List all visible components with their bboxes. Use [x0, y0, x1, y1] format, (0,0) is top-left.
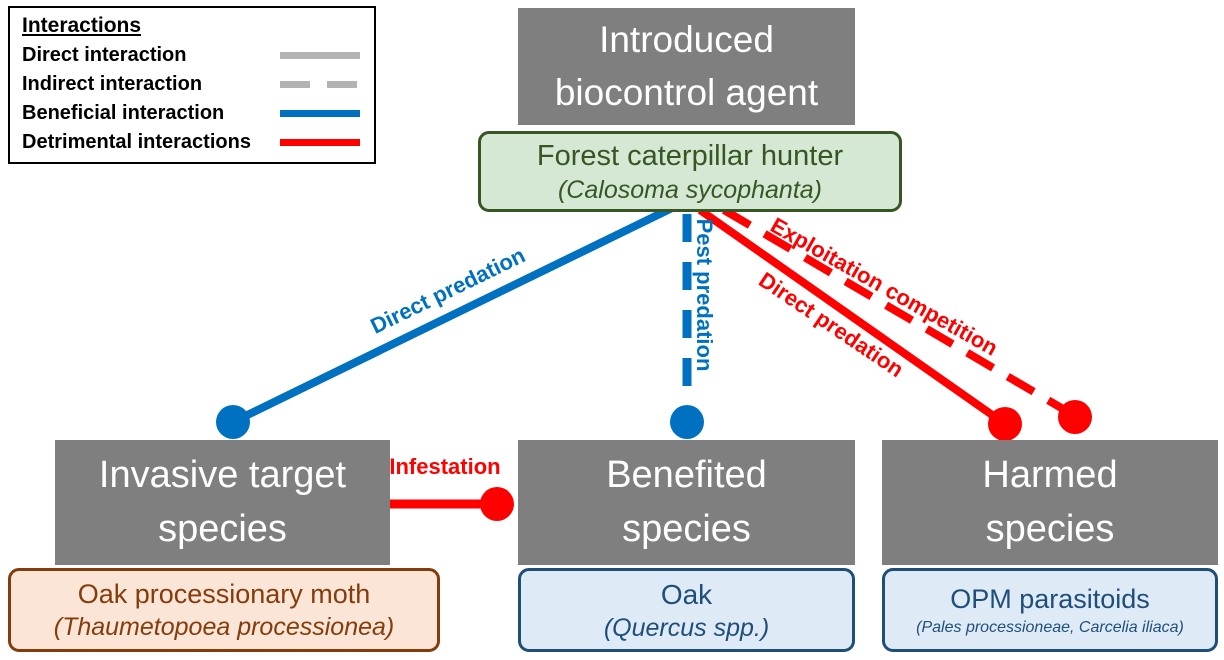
agent-latin-name: (Calosoma sycophanta): [557, 175, 822, 204]
node-oak-processionary-moth: Oak processionary moth (Thaumetopoea pro…: [8, 568, 440, 652]
edge-endpoint-harmed-indirect: [1058, 400, 1092, 434]
edge-direct-predation-right: [697, 206, 1008, 428]
oak-common-name: Oak: [660, 579, 713, 611]
node-harmed-line2: species: [985, 507, 1115, 550]
edge-label-infestation: Infestation: [389, 454, 501, 479]
legend-label-direct-interaction: Direct interaction: [22, 44, 187, 66]
detrimental-interaction-line-sample: [280, 139, 360, 146]
node-introduced-line1: Introduced: [599, 18, 774, 60]
node-invasive-line1: Invasive target: [98, 453, 347, 496]
edge-endpoint-harmed-direct: [988, 407, 1022, 441]
node-oak: Oak (Quercus spp.): [518, 568, 855, 652]
legend-row-beneficial-interaction: Beneficial interaction: [22, 99, 360, 128]
legend-label-indirect-interaction: Indirect interaction: [22, 73, 203, 95]
legend-row-detrimental-interactions: Detrimental interactions: [22, 128, 360, 157]
node-harmed-species: Harmed species: [882, 440, 1218, 565]
direct-interaction-line-sample: [280, 52, 360, 59]
legend-title: Interactions: [22, 14, 142, 37]
legend-label-detrimental-interactions: Detrimental interactions: [22, 131, 251, 153]
node-benefited-line1: Benefited: [606, 453, 767, 496]
opm-common-name: Oak processionary moth: [77, 579, 371, 610]
oak-latin-name: (Quercus spp.): [603, 613, 770, 642]
edge-direct-predation-left: [231, 204, 674, 426]
node-invasive-target-species: Invasive target species: [55, 440, 390, 565]
agent-common-name: Forest caterpillar hunter: [536, 140, 844, 173]
legend-label-beneficial-interaction: Beneficial interaction: [22, 102, 225, 124]
legend-row-indirect-interaction: Indirect interaction: [22, 70, 360, 99]
node-invasive-line2: species: [158, 507, 287, 550]
edge-endpoint-benefited: [670, 405, 704, 439]
node-forest-caterpillar-hunter: Forest caterpillar hunter (Calosoma syco…: [478, 131, 902, 212]
node-introduced-biocontrol-agent: Introduced biocontrol agent: [518, 8, 855, 125]
node-benefited-line2: species: [622, 507, 751, 550]
parasitoids-common-name: OPM parasitoids: [950, 584, 1150, 615]
node-harmed-line1: Harmed: [982, 453, 1118, 496]
edge-exploitation-competition: [721, 206, 1078, 420]
edge-label-pest-predation: Pest predation: [692, 218, 717, 372]
edge-endpoint-invasive: [216, 405, 250, 439]
node-opm-parasitoids: OPM parasitoids (Pales processioneae, Ca…: [882, 568, 1218, 652]
opm-latin-name: (Thaumetopoea processionea): [53, 612, 395, 641]
legend-row-direct-interaction: Direct interaction: [22, 41, 360, 70]
parasitoids-latin-name: (Pales processioneae, Carcelia iliaca): [916, 618, 1184, 636]
legend: Interactions Direct interaction Indirect…: [8, 6, 376, 164]
beneficial-interaction-line-sample: [280, 110, 360, 117]
node-introduced-line2: biocontrol agent: [554, 71, 819, 113]
edge-endpoint-infestation: [480, 487, 514, 521]
indirect-interaction-line-sample: [280, 81, 360, 88]
node-benefited-species: Benefited species: [518, 440, 855, 565]
